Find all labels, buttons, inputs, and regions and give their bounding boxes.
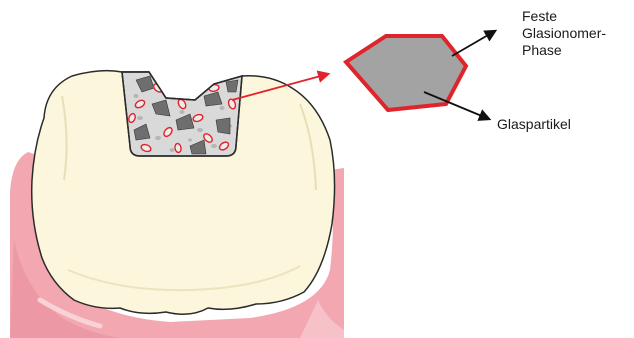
phase-label-line-3: Phase xyxy=(522,42,632,59)
glass-particle-label: Glaspartikel xyxy=(497,116,627,133)
phase-pointer xyxy=(452,31,495,56)
phase-label-line-1: Feste xyxy=(522,8,632,25)
glass-ionomer-filling xyxy=(122,72,242,156)
hexagon-magnified-particle xyxy=(346,36,466,110)
phase-label-line-2: Glasionomer- xyxy=(522,25,632,42)
solid-glass-ionomer-phase-label: Feste Glasionomer- Phase xyxy=(522,8,632,59)
